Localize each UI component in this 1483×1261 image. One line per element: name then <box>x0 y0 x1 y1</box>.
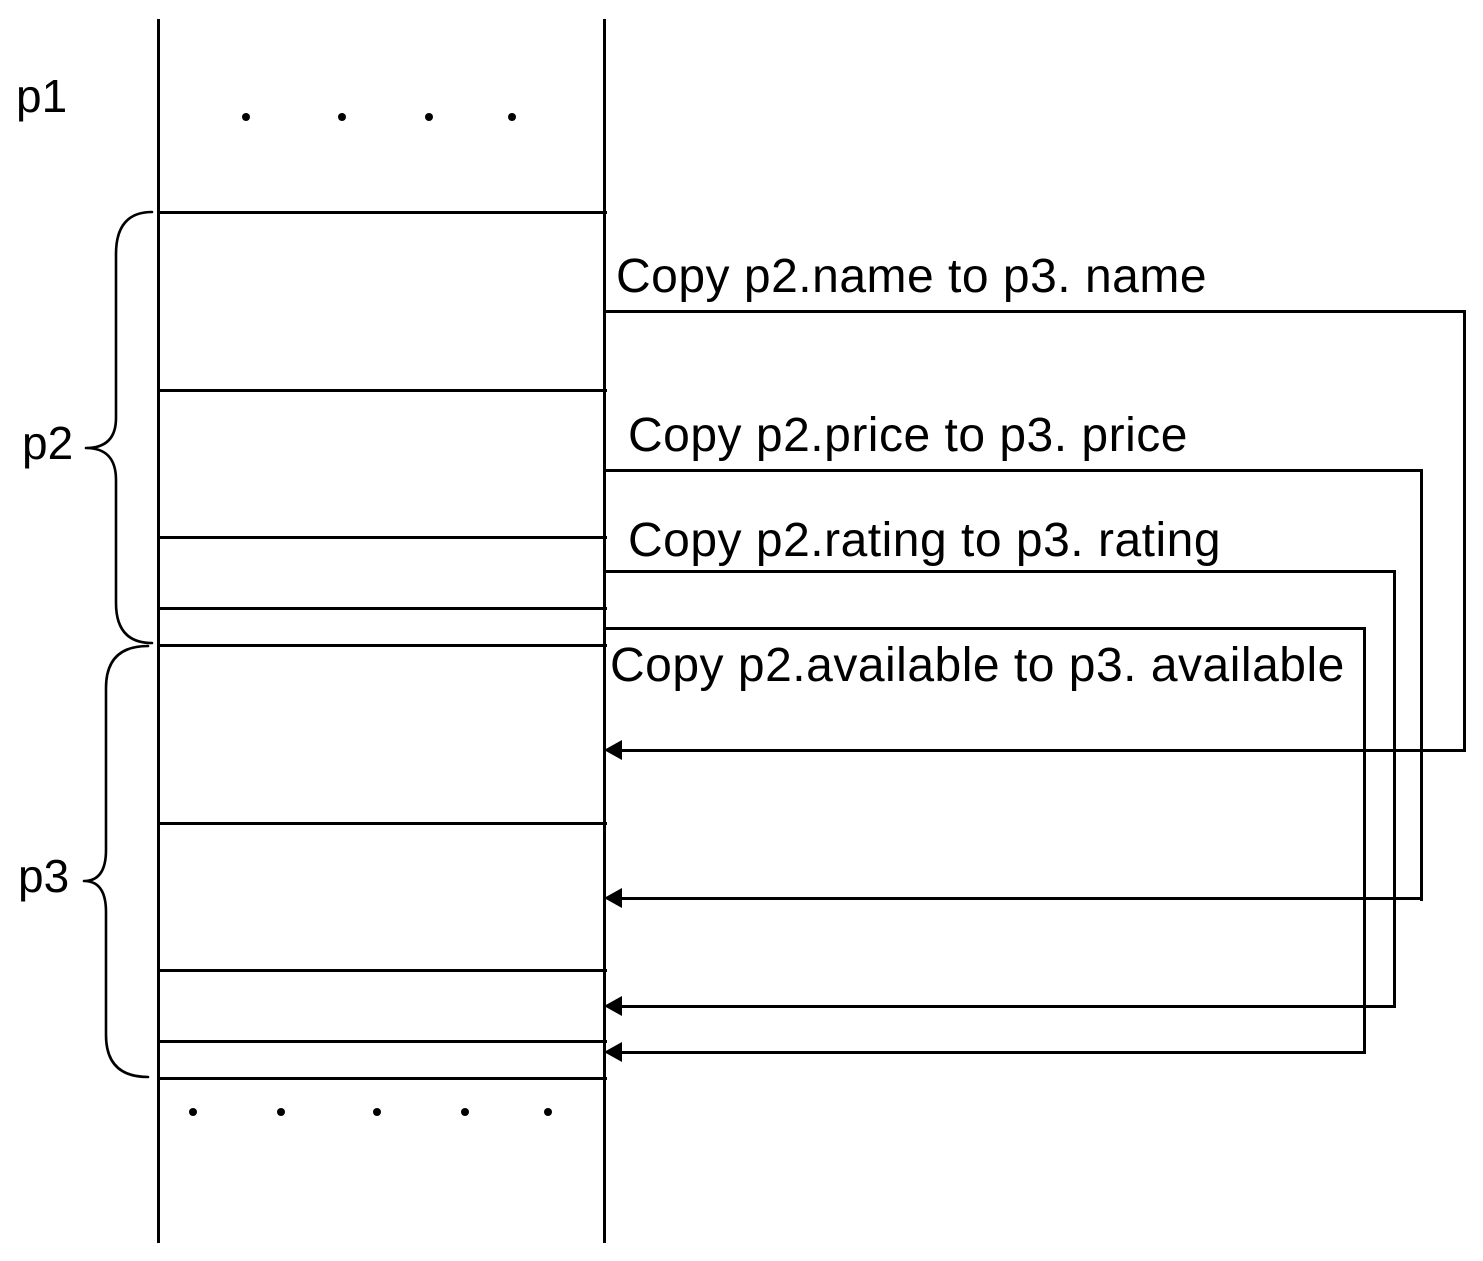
copy-name-arrowhead-icon <box>604 740 622 760</box>
copy-available-label: Copy p2.available to p3. available <box>610 639 1345 692</box>
ellipsis-dot <box>338 113 346 121</box>
copy-price-label: Copy p2.price to p3. price <box>628 409 1188 462</box>
divider-p2-price-rating <box>158 536 607 539</box>
divider-p2-name-price <box>158 389 607 392</box>
ellipsis-dot <box>277 1108 285 1116</box>
divider-p2-start <box>158 211 607 214</box>
ellipsis-dot <box>189 1108 197 1116</box>
copy-price-line-out <box>604 469 1423 472</box>
ellipsis-dot <box>425 113 433 121</box>
divider-p3-end <box>158 1077 607 1080</box>
copy-rating-line-back <box>610 1005 1396 1008</box>
copy-available-arrowhead-icon <box>604 1042 622 1062</box>
divider-p3-price-rating <box>158 969 607 972</box>
copy-rating-arrowhead-icon <box>604 996 622 1016</box>
copy-name-line-out <box>604 310 1466 313</box>
copy-name-line-down <box>1463 310 1466 752</box>
copy-price-line-down <box>1420 469 1423 901</box>
ellipsis-dot <box>242 113 250 121</box>
pointer-label-p2: p2 <box>22 417 74 469</box>
copy-price-line-back <box>610 897 1423 900</box>
copy-rating-line-out <box>604 570 1396 573</box>
ellipsis-dot <box>461 1108 469 1116</box>
p3-brace <box>82 644 150 1079</box>
memory-rail-right <box>603 19 606 1243</box>
copy-rating-label: Copy p2.rating to p3. rating <box>628 514 1222 567</box>
copy-available-line-out <box>604 627 1366 630</box>
copy-name-label: Copy p2.name to p3. name <box>616 250 1208 303</box>
pointer-label-p1: p1 <box>16 70 68 122</box>
copy-rating-line-down <box>1393 570 1396 1008</box>
copy-available-line-down <box>1363 627 1366 1054</box>
copy-price-arrowhead-icon <box>604 888 622 908</box>
p2-brace <box>84 210 154 645</box>
pointer-label-p3: p3 <box>18 850 70 902</box>
memory-rail-left <box>157 19 160 1243</box>
copy-name-line-back <box>610 749 1466 752</box>
divider-p2-rating-available <box>158 607 607 610</box>
divider-p2-end-p3-start <box>158 644 607 647</box>
ellipsis-dot <box>544 1108 552 1116</box>
ellipsis-dot <box>508 113 516 121</box>
copy-available-line-back <box>610 1051 1366 1054</box>
divider-p3-rating-available <box>158 1040 607 1043</box>
divider-p3-name-price <box>158 822 607 825</box>
ellipsis-dot <box>373 1108 381 1116</box>
